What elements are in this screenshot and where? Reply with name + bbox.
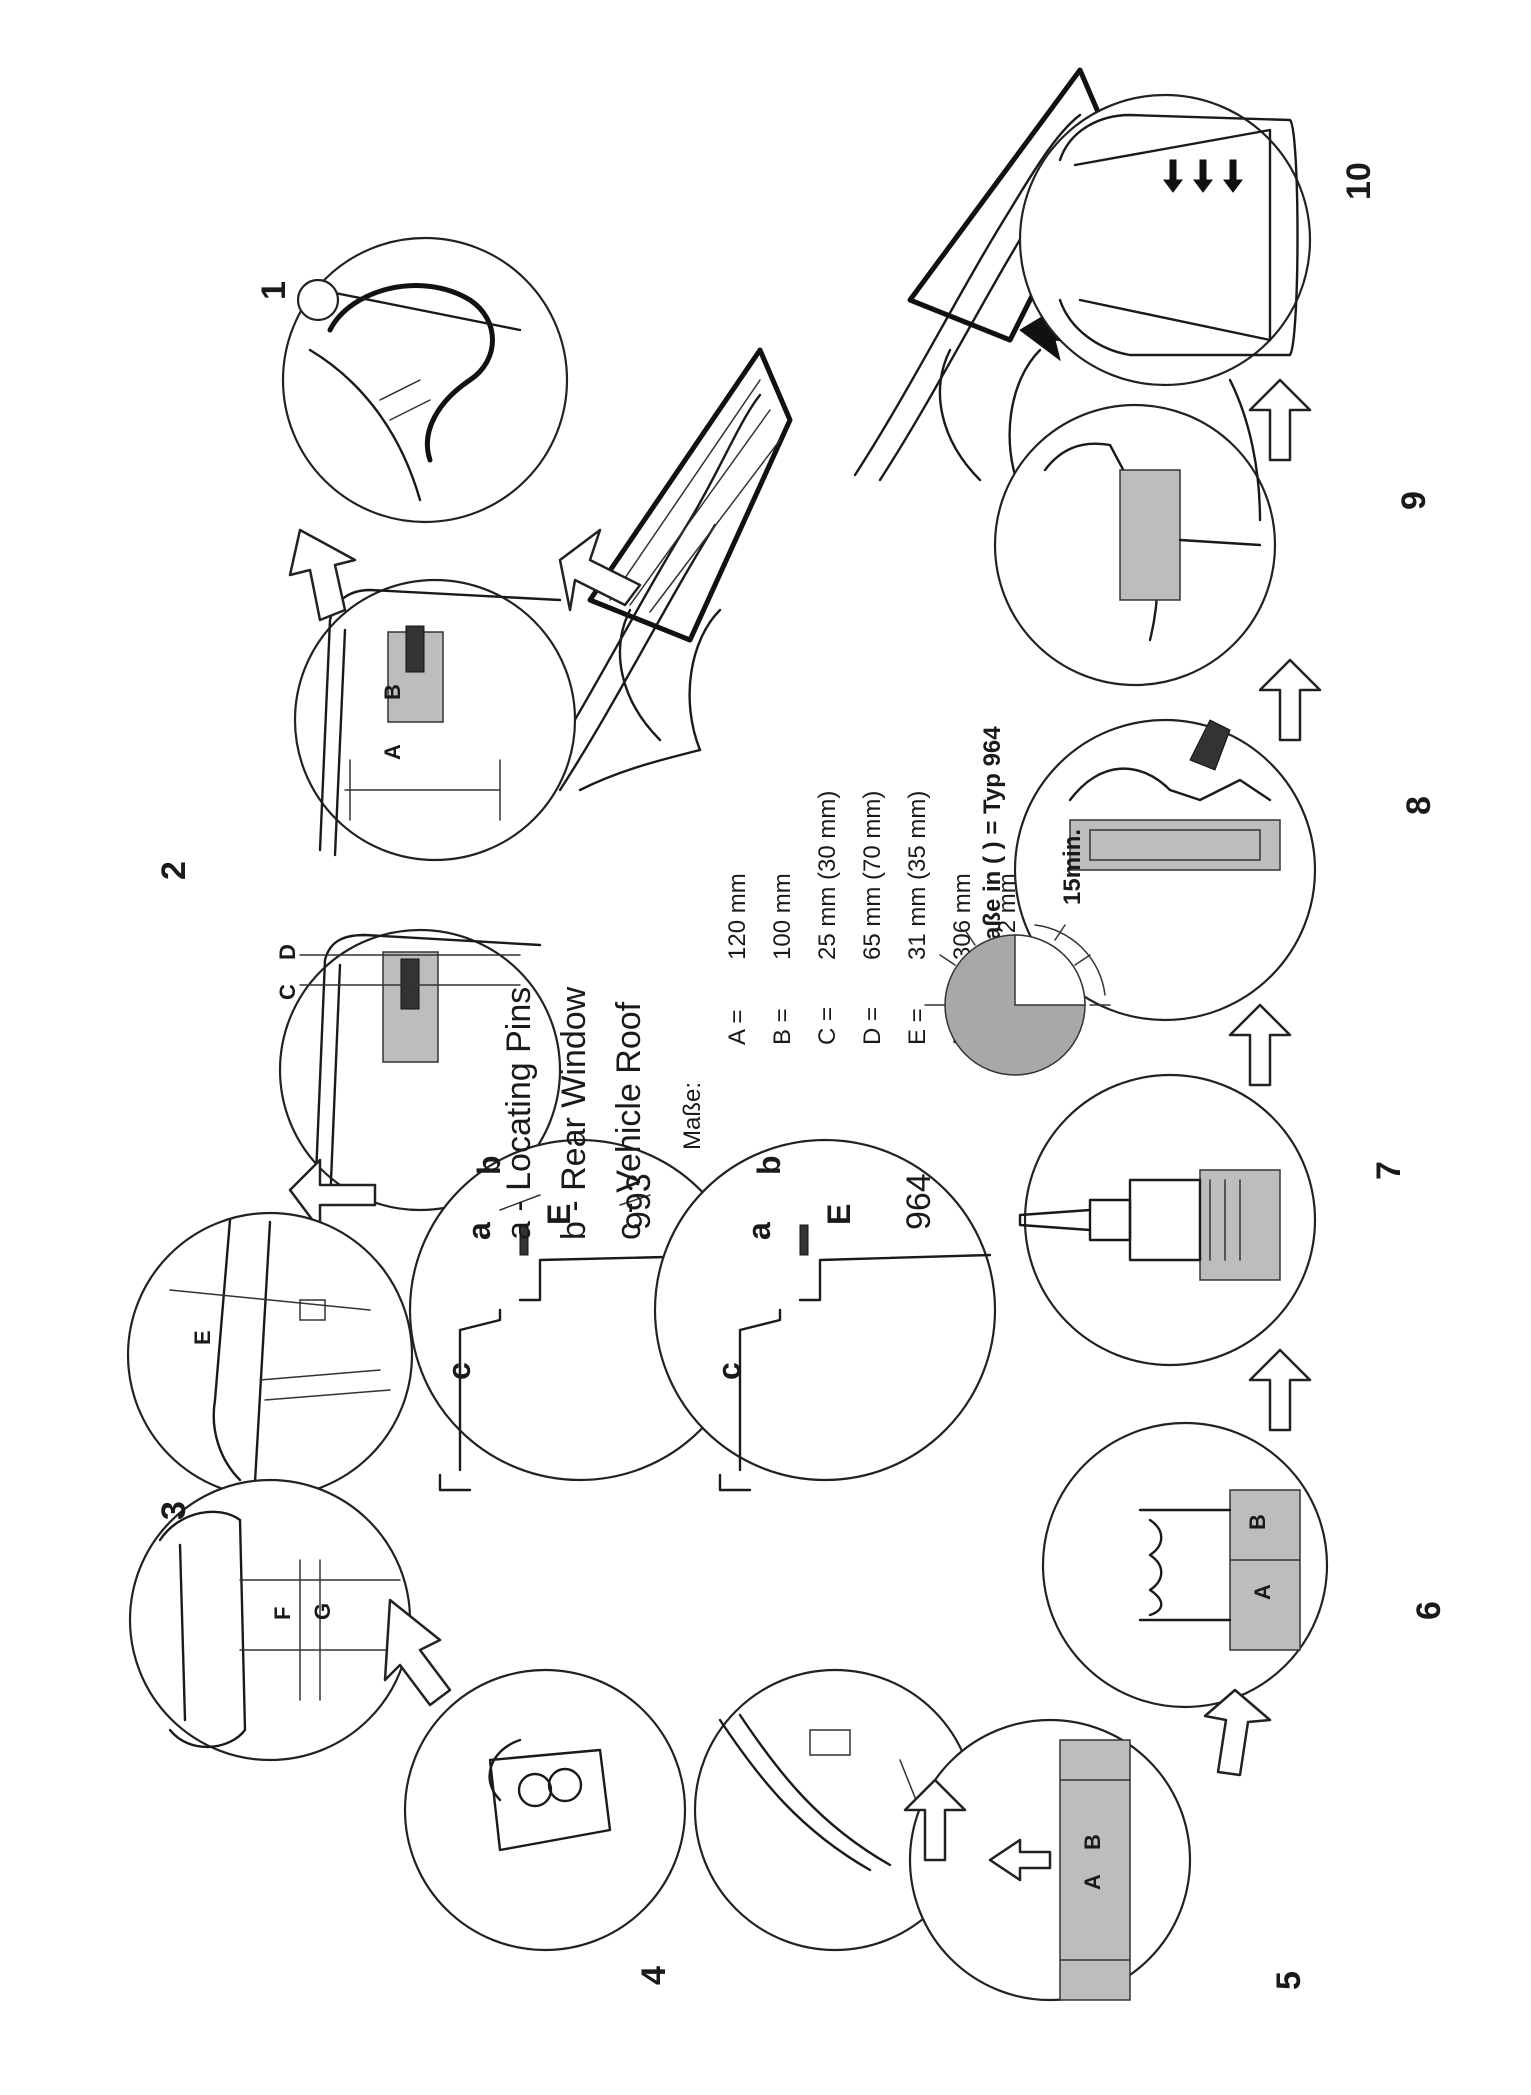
measurement-value: 25 mm (30 mm) — [814, 791, 841, 960]
measurement-key: B = — [769, 1008, 796, 1045]
svg-text:B: B — [1080, 1834, 1105, 1850]
measurement-value: 100 mm — [769, 873, 796, 960]
svg-text:A: A — [1250, 1584, 1275, 1600]
arrow-9-to-10 — [1248, 378, 1312, 462]
svg-text:A: A — [1080, 1874, 1105, 1890]
step-4-detail — [403, 1668, 687, 1952]
svg-text:F: F — [270, 1607, 295, 1620]
step-5-detail: A B — [908, 1718, 1192, 2002]
legend: a - Locating Pins b - Rear Window c - Ve… — [500, 986, 648, 1240]
svg-text:c: c — [441, 1362, 477, 1380]
measurement-value: 65 mm (70 mm) — [859, 791, 886, 960]
svg-text:964: 964 — [900, 1173, 938, 1230]
step-1-detail — [281, 236, 642, 612]
measurement-key: C = — [814, 1007, 841, 1045]
measurements-heading: Maße: — [679, 1082, 706, 1150]
legend-a: a - Locating Pins — [500, 987, 538, 1240]
measurement-key: A = — [724, 1010, 751, 1045]
step-3-detail: C D — [275, 928, 562, 1212]
svg-text:993: 993 — [620, 1173, 658, 1230]
step-number-5: 5 — [1270, 1971, 1308, 1990]
measurements-note: Maße in ( ) = Typ 964 — [979, 726, 1006, 960]
step-number-1: 1 — [255, 281, 293, 300]
step-number-2: 2 — [155, 861, 193, 880]
step-7-detail — [1018, 1073, 1317, 1367]
svg-text:E: E — [821, 1204, 857, 1225]
timer-15-min: 15min. — [924, 829, 1111, 1076]
svg-text:B: B — [1245, 1514, 1270, 1530]
measurement-key: E = — [904, 1008, 931, 1045]
step-8-detail — [1013, 718, 1317, 1022]
step-2-detail: A B — [293, 578, 577, 862]
arrow-1-to-2 — [288, 528, 357, 622]
arrow-3-to-4 — [383, 1598, 452, 1707]
step-number-9: 9 — [1395, 491, 1433, 510]
svg-text:A: A — [380, 744, 405, 760]
car-rear-view-top — [533, 347, 793, 792]
svg-text:c: c — [711, 1362, 747, 1380]
step-number-4: 4 — [635, 1966, 673, 1985]
measurement-value: 31 mm (35 mm) — [904, 791, 931, 960]
timer-label: 15min. — [1059, 829, 1086, 905]
step-6-detail: A B — [1041, 1421, 1329, 1709]
svg-text:D: D — [275, 944, 300, 960]
svg-text:b: b — [471, 1155, 507, 1175]
step-number-8: 8 — [1400, 796, 1438, 815]
svg-text:C: C — [275, 984, 300, 1000]
arrow-7-to-8 — [1228, 1003, 1292, 1087]
svg-text:B: B — [380, 684, 405, 700]
svg-text:a: a — [741, 1222, 777, 1240]
svg-text:E: E — [190, 1330, 215, 1345]
step-3b-detail: E — [126, 1211, 414, 1499]
step-number-7: 7 — [1370, 1161, 1408, 1180]
measurement-key: D = — [859, 1007, 886, 1045]
step-number-10: 10 — [1340, 162, 1378, 200]
measurement-value: 120 mm — [724, 873, 751, 960]
step-3-outline-detail: F G — [128, 1478, 412, 1762]
step-10-detail — [1018, 93, 1312, 387]
arrow-6-to-7 — [1248, 1348, 1312, 1432]
arrow-4-to-5 — [903, 1778, 967, 1862]
arrow-5-to-6 — [1203, 1688, 1272, 1777]
svg-text:a: a — [461, 1222, 497, 1240]
step-number-6: 6 — [1410, 1601, 1448, 1620]
arrow-8-to-9 — [1258, 658, 1322, 742]
svg-text:E: E — [541, 1204, 577, 1225]
legend-b: b - Rear Window — [555, 986, 593, 1240]
svg-text:G: G — [310, 1603, 335, 1620]
legend-c: c - Vehicle Roof — [610, 1001, 648, 1240]
measurement-value: 306 mm — [949, 873, 976, 960]
step-number-3: 3 — [155, 1501, 193, 1520]
svg-text:b: b — [751, 1155, 787, 1175]
section-view-993: c a b E 993 — [408, 1138, 752, 1492]
section-view-964: c a b E 964 — [653, 1138, 997, 1492]
step-9-detail — [993, 378, 1277, 687]
